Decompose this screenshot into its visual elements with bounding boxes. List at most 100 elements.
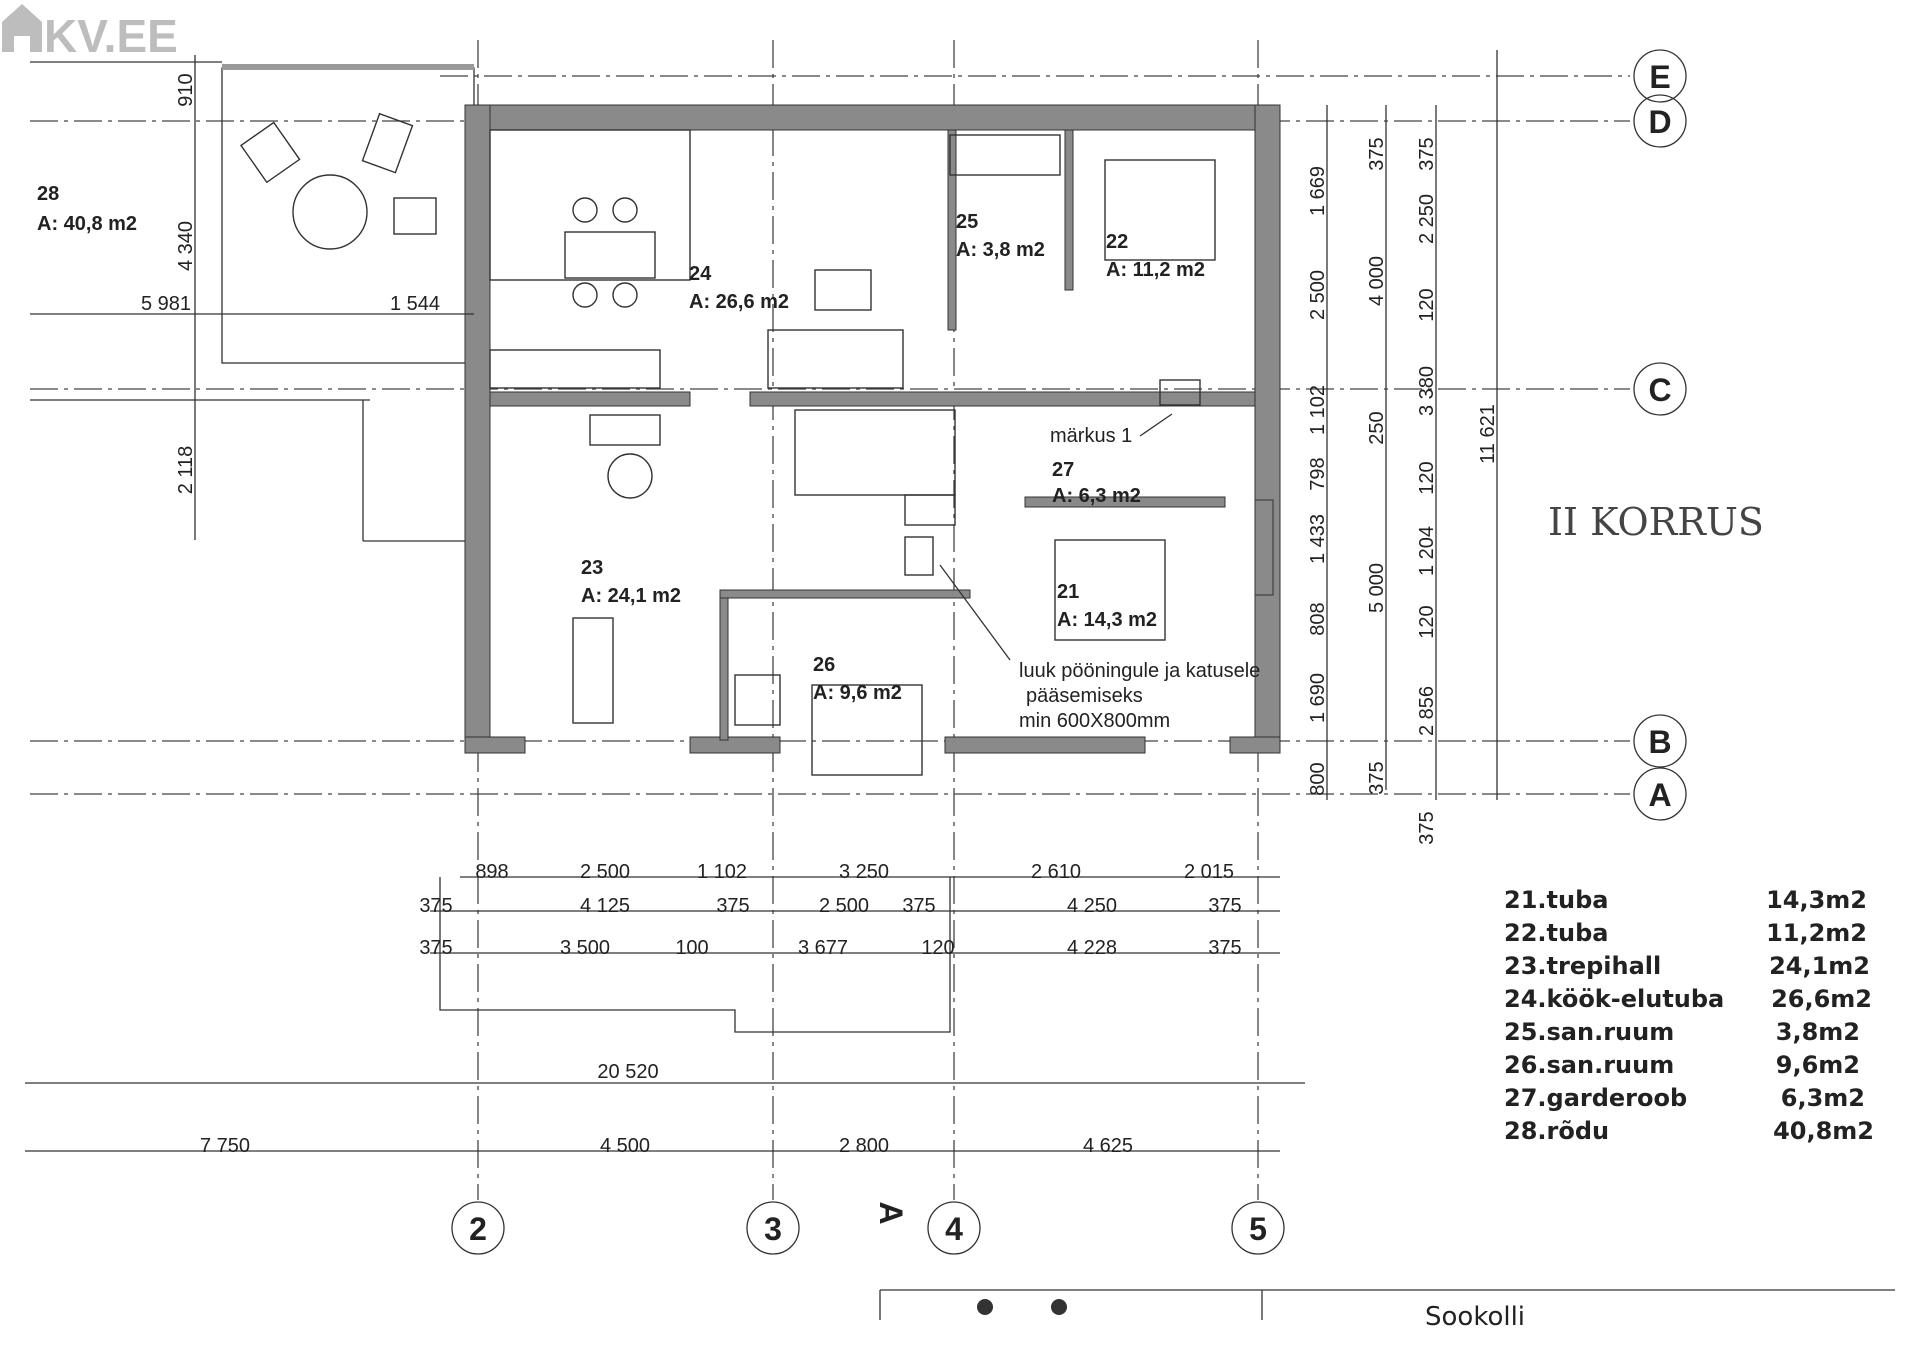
- axis-markers: 2 3 4 5 E D C B A A: [451, 49, 1687, 1255]
- room-area: A: 9,6 m2: [813, 682, 902, 704]
- svg-text:1 204: 1 204: [1416, 526, 1438, 576]
- room-number: 28: [37, 183, 59, 205]
- svg-text:3: 3: [764, 1211, 782, 1247]
- svg-text:120: 120: [1416, 461, 1438, 494]
- svg-text:2 250: 2 250: [1416, 194, 1438, 244]
- svg-text:808: 808: [1307, 602, 1329, 635]
- room-area: A: 14,3 m2: [1057, 609, 1157, 631]
- svg-text:375: 375: [1416, 811, 1438, 844]
- room-number: 24: [689, 263, 712, 285]
- svg-text:375: 375: [1366, 137, 1388, 170]
- svg-text:375: 375: [1208, 937, 1241, 959]
- hatch-note-line2: pääsemiseks: [1026, 685, 1143, 707]
- notes: märkus 1 luuk pööningule ja katusele pää…: [939, 413, 1764, 732]
- svg-text:100: 100: [675, 937, 708, 959]
- logo-text: KV.EE: [44, 10, 178, 62]
- svg-text:40,8m2: 40,8m2: [1773, 1117, 1874, 1145]
- svg-text:1 433: 1 433: [1307, 514, 1329, 564]
- room-number: 23: [581, 557, 603, 579]
- svg-text:4 340: 4 340: [175, 221, 197, 271]
- svg-text:2 500: 2 500: [580, 861, 630, 883]
- svg-text:375: 375: [716, 895, 749, 917]
- svg-text:2: 2: [469, 1211, 487, 1247]
- svg-text:20 520: 20 520: [597, 1061, 658, 1083]
- room-area: A: 40,8 m2: [37, 213, 137, 235]
- svg-text:2 118: 2 118: [175, 446, 197, 495]
- axis-marker-4: 4: [927, 1201, 981, 1255]
- svg-text:2 500: 2 500: [1307, 270, 1329, 320]
- svg-text:27.garderoob: 27.garderoob: [1504, 1084, 1687, 1112]
- svg-text:24,1m2: 24,1m2: [1769, 952, 1870, 980]
- svg-text:4 125: 4 125: [580, 895, 630, 917]
- room-number: 22: [1106, 231, 1128, 253]
- axis-marker-B: B: [1633, 714, 1687, 768]
- room-area: A: 11,2 m2: [1106, 259, 1205, 281]
- room-area: A: 3,8 m2: [956, 239, 1045, 261]
- svg-text:2 800: 2 800: [839, 1135, 889, 1157]
- svg-text:800: 800: [1307, 762, 1329, 795]
- svg-text:E: E: [1649, 59, 1670, 95]
- svg-text:898: 898: [475, 861, 508, 883]
- svg-text:375: 375: [419, 895, 452, 917]
- furniture: [489, 129, 1216, 776]
- svg-text:910: 910: [175, 73, 197, 106]
- svg-text:24.köök-elutuba: 24.köök-elutuba: [1504, 985, 1724, 1013]
- svg-text:375: 375: [1416, 137, 1438, 170]
- room-area: A: 24,1 m2: [581, 585, 681, 607]
- title-block-text: Sookolli: [1425, 1302, 1525, 1332]
- svg-text:A: A: [1648, 777, 1671, 813]
- svg-text:4 625: 4 625: [1083, 1135, 1133, 1157]
- room-area: A: 6,3 m2: [1052, 485, 1141, 507]
- kv-ee-logo: KV.EE: [2, 4, 178, 62]
- svg-text:3 500: 3 500: [560, 937, 610, 959]
- svg-text:2 500: 2 500: [819, 895, 869, 917]
- hatch-note-line3: min 600X800mm: [1019, 710, 1170, 732]
- svg-text:1 544: 1 544: [390, 293, 440, 315]
- axis-marker-2: 2: [451, 1201, 505, 1255]
- title-block: Sookolli: [879, 1289, 1895, 1332]
- svg-text:2 856: 2 856: [1416, 686, 1438, 736]
- svg-text:7 750: 7 750: [200, 1135, 250, 1157]
- room-number: 21: [1057, 581, 1079, 603]
- svg-text:1 102: 1 102: [697, 861, 747, 883]
- svg-text:C: C: [1648, 372, 1671, 408]
- svg-text:D: D: [1648, 104, 1671, 140]
- remark-note: märkus 1: [1050, 425, 1132, 447]
- svg-text:4: 4: [945, 1211, 963, 1247]
- svg-text:28.rõdu: 28.rõdu: [1504, 1117, 1609, 1145]
- svg-text:11 621: 11 621: [1477, 404, 1499, 464]
- svg-text:798: 798: [1307, 457, 1329, 490]
- svg-text:5: 5: [1249, 1211, 1267, 1247]
- floor-title-handwritten: II KORRUS: [1548, 500, 1764, 544]
- axis-marker-D: D: [1633, 94, 1687, 148]
- svg-text:375: 375: [902, 895, 935, 917]
- svg-text:5 981: 5 981: [141, 293, 191, 315]
- grid-lines: [30, 40, 1630, 1200]
- svg-text:3,8m2: 3,8m2: [1776, 1018, 1860, 1046]
- room-number: 27: [1052, 459, 1074, 481]
- svg-text:26.san.ruum: 26.san.ruum: [1504, 1051, 1674, 1079]
- svg-text:3 250: 3 250: [839, 861, 889, 883]
- svg-text:B: B: [1648, 724, 1671, 760]
- svg-text:4 500: 4 500: [600, 1135, 650, 1157]
- balcony: [30, 61, 475, 542]
- svg-text:120: 120: [1416, 605, 1438, 638]
- svg-text:1 102: 1 102: [1307, 385, 1329, 435]
- left-dimensions: 910 4 340 5 981 1 544 2 118: [30, 55, 474, 540]
- axis-marker-3: 3: [746, 1201, 800, 1255]
- svg-text:26,6m2: 26,6m2: [1771, 985, 1872, 1013]
- svg-text:11,2m2: 11,2m2: [1766, 919, 1867, 947]
- svg-text:4 228: 4 228: [1067, 937, 1117, 959]
- svg-text:23.trepihall: 23.trepihall: [1504, 952, 1661, 980]
- right-dimensions: 1 669 2 500 1 102 798 1 433 808 1 690 80…: [1307, 50, 1499, 845]
- svg-text:1 690: 1 690: [1307, 673, 1329, 723]
- svg-text:375: 375: [419, 937, 452, 959]
- room-area: A: 26,6 m2: [689, 291, 789, 313]
- svg-text:14,3m2: 14,3m2: [1766, 886, 1867, 914]
- svg-text:25.san.ruum: 25.san.ruum: [1504, 1018, 1674, 1046]
- svg-text:22.tuba: 22.tuba: [1504, 919, 1608, 947]
- axis-marker-5: 5: [1231, 1201, 1285, 1255]
- room-number: 25: [956, 211, 978, 233]
- svg-text:2 610: 2 610: [1031, 861, 1081, 883]
